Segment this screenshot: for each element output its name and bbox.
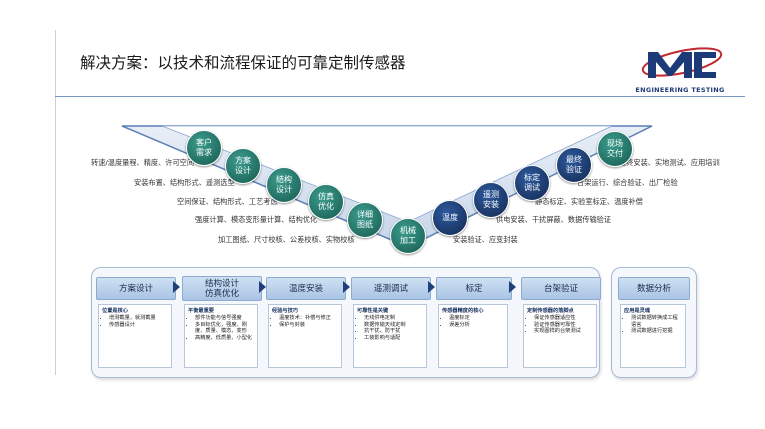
process-step-content-title: 应用是灵魂 — [624, 308, 650, 314]
process-step-header: 方案设计 — [96, 277, 176, 300]
process-step-header: 温度安装 — [266, 277, 346, 300]
v-step-circle: 标定调试 — [514, 165, 550, 201]
process-step-item: 测试数据进行挖掘 — [631, 328, 682, 334]
process-step-list: 温度技术：补偿与修正保护与封装 — [272, 315, 338, 328]
v-step-circle: 详细图纸 — [347, 202, 383, 238]
page-title: 解决方案：以技术和流程保证的可靠定制传感器 — [80, 54, 406, 72]
v-step-circle: 方案设计 — [225, 148, 261, 184]
v-left-label: 安装布置、结构形式、遥测选型 — [134, 178, 235, 187]
process-step-item: 实现图样的台架测试 — [534, 328, 593, 334]
process-step-item: 无线供电定制 — [364, 315, 423, 321]
process-step-header: 台架验证 — [521, 277, 601, 300]
process-step-item: 部件功能与信号强度 — [195, 315, 254, 321]
process-step-header: 数据分析 — [618, 277, 690, 300]
process-step-list: 保证传感器适应性验证传感器可靠性实现图样的台架测试 — [527, 315, 593, 334]
process-arrow-icon — [343, 281, 350, 293]
process-step-item: 工装影响与适配 — [364, 335, 423, 341]
v-left-label: 空间保证、结构形式、工艺考虑 — [177, 197, 278, 206]
process-step-content: 定制传感器的落脚点保证传感器适应性验证传感器可靠性实现图样的台架测试 — [523, 304, 597, 368]
process-step-list: 无线供电定制数据传输天线定制抗干扰、防干扰工装影响与适配 — [357, 315, 423, 341]
process-step-list: 增测截量，就测截量传感器设计 — [102, 315, 168, 328]
process-step-item: 增测截量，就测截量 — [109, 315, 168, 321]
process-step-content: 位置是核心增测截量，就测截量传感器设计 — [98, 304, 172, 368]
v-step-circle: 最终验证 — [556, 147, 592, 183]
process-arrow-icon — [509, 281, 516, 293]
v-step-circle: 客户需求 — [186, 130, 222, 166]
v-left-label: 转速/温度量程、精度、许可空间 — [91, 158, 195, 167]
process-step-content-title: 经验与技巧 — [272, 308, 298, 314]
process-step-content: 传感器精度的核心温度标定误差分析 — [438, 304, 508, 368]
v-step-circle: 结构设计 — [266, 167, 302, 203]
process-arrow-icon — [173, 281, 180, 293]
process-step-item: 测试数据转换成工程语言 — [631, 315, 682, 328]
process-step-item: 保护与封装 — [279, 322, 338, 328]
process-step-content-title: 传感器精度的核心 — [442, 308, 484, 314]
process-step-item: 多目标优化，强度、刚度、质量、模态、变形 — [195, 322, 254, 335]
process-step-content-title: 可靠性是关键 — [357, 308, 389, 314]
process-step-list: 部件功能与信号强度多目标优化，强度、刚度、质量、模态、变形高精度、低质量、小型化 — [188, 315, 254, 341]
process-step-content-title: 平衡最重要 — [188, 308, 214, 314]
process-step-content: 平衡最重要部件功能与信号强度多目标优化，强度、刚度、质量、模态、变形高精度、低质… — [184, 304, 258, 368]
logo-text: ENGINEERING TESTING — [635, 86, 725, 94]
process-step-header: 结构设计仿真优化 — [182, 276, 262, 301]
process-step-item: 误差分析 — [449, 322, 504, 328]
process-step-header: 遥测调试 — [351, 277, 431, 300]
process-step-list: 温度标定误差分析 — [442, 315, 504, 328]
process-step-item: 保证传感器适应性 — [534, 315, 593, 321]
title-divider — [55, 96, 745, 97]
v-step-circle: 现场交付 — [597, 131, 633, 167]
process-step-content-title: 位置是核心 — [102, 308, 128, 314]
process-step-item: 温度标定 — [449, 315, 504, 321]
process-step-item: 温度技术：补偿与修正 — [279, 315, 338, 321]
process-step-content: 可靠性是关键无线供电定制数据传输天线定制抗干扰、防干扰工装影响与适配 — [353, 304, 427, 368]
process-step-item: 数据传输天线定制 — [364, 322, 423, 328]
process-step-item: 抗干扰、防干扰 — [364, 328, 423, 334]
v-step-circle: 机械加工 — [390, 218, 426, 254]
process-step-content-title: 定制传感器的落脚点 — [527, 308, 574, 314]
process-step-content: 应用是灵魂测试数据转换成工程语言测试数据进行挖掘 — [620, 304, 686, 368]
left-accent-line — [55, 30, 56, 375]
process-step-list: 测试数据转换成工程语言测试数据进行挖掘 — [624, 315, 682, 334]
v-left-label: 强度计算、模态变形量计算、结构优化 — [195, 215, 318, 224]
v-step-circle: 温度 — [432, 200, 468, 236]
v-step-circle: 仿真优化 — [308, 184, 344, 220]
v-left-label: 加工图纸、尺寸校核、公差校核、实物校核 — [218, 235, 355, 244]
process-step-header: 标定 — [436, 277, 512, 300]
process-arrow-icon — [259, 281, 266, 293]
process-step-item: 传感器设计 — [109, 322, 168, 328]
process-step-item: 高精度、低质量、小型化 — [195, 335, 254, 341]
process-arrow-icon — [428, 281, 435, 293]
v-step-circle: 遥测安装 — [473, 182, 509, 218]
process-step-item: 验证传感器可靠性 — [534, 322, 593, 328]
v-right-label: 最终安装、实地测试、应用培训 — [619, 158, 720, 167]
process-step-content: 经验与技巧温度技术：补偿与修正保护与封装 — [268, 304, 342, 368]
v-right-label: 安装验证、应变封装 — [453, 235, 518, 244]
company-logo-icon — [641, 47, 723, 78]
v-right-label: 供电安装、干扰屏蔽、数据传输验证 — [496, 215, 612, 224]
v-right-label: 静态标定、实验室标定、温度补偿 — [535, 197, 643, 206]
v-right-label: 台架运行、综合验证、出厂检验 — [577, 178, 678, 187]
